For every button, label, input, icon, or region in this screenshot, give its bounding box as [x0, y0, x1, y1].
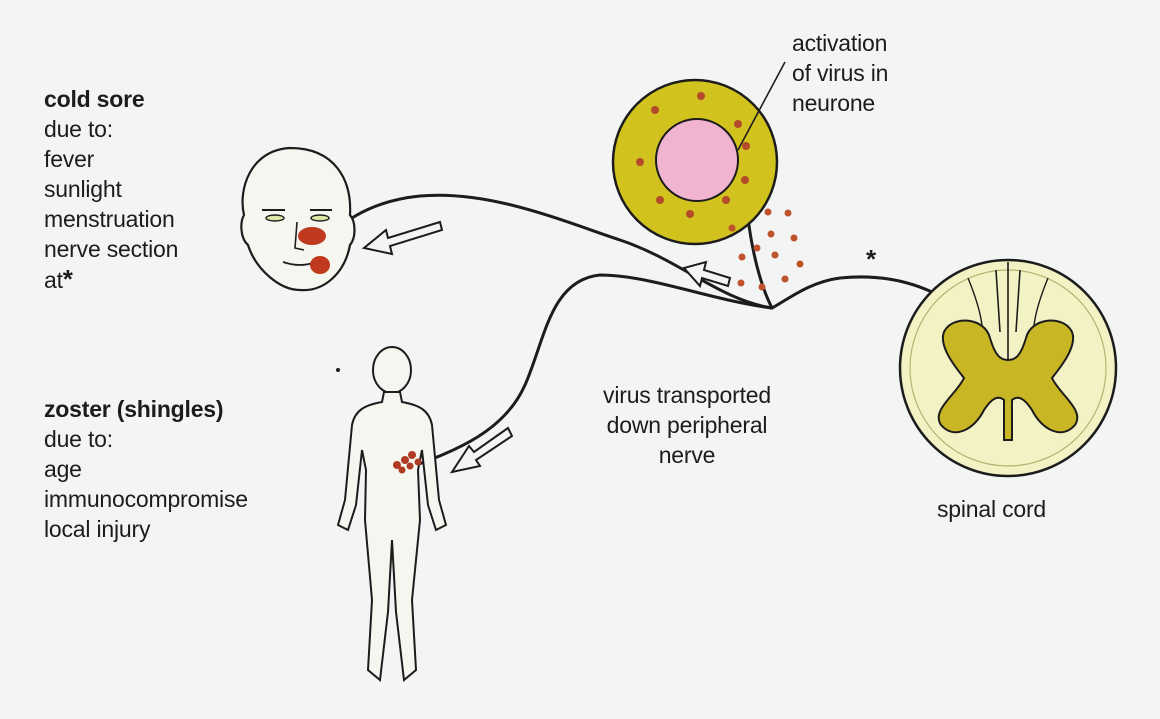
neurone-nucleus: [656, 119, 738, 201]
transport-label-line: virus transported: [562, 380, 812, 410]
neurone-label-line: neurone: [792, 88, 888, 118]
transport-label-line: down peripheral: [562, 410, 812, 440]
neurone-label-line: of virus in: [792, 58, 888, 88]
cold-sore-asterisk: *: [63, 264, 73, 294]
neurone-label: activation of virus in neurone: [792, 28, 888, 118]
neurone-axon: [748, 218, 772, 308]
cold-sore-lesion-upper: [298, 227, 326, 245]
stray-dot: [336, 368, 340, 372]
cold-sore-last-line: at*: [44, 264, 178, 295]
cold-sore-cause: menstruation: [44, 204, 178, 234]
arrow-to-face: [364, 222, 442, 254]
zoster-cause: age: [44, 454, 248, 484]
face-illustration: [241, 148, 354, 290]
right-eye: [311, 215, 329, 221]
cold-sore-cause: fever: [44, 144, 178, 174]
spinal-cord: [900, 260, 1116, 476]
cold-sore-cause: sunlight: [44, 174, 178, 204]
cold-sore-lesion-lower: [310, 256, 330, 274]
left-eye: [266, 215, 284, 221]
transport-label: virus transported down peripheral nerve: [562, 380, 812, 470]
cold-sore-title: cold sore: [44, 84, 178, 114]
neurone-label-line: activation: [792, 28, 888, 58]
cold-sore-at: at: [44, 267, 63, 293]
body-outline: [338, 392, 446, 680]
spinal-cord-label: spinal cord: [937, 494, 1046, 524]
face-outline: [241, 148, 354, 290]
nerve-section-asterisk: *: [866, 244, 876, 274]
nerve-to-spinal-cord: [772, 277, 938, 308]
cold-sore-caption: cold sore due to: fever sunlight menstru…: [44, 84, 178, 295]
body-illustration: [338, 347, 446, 680]
cold-sore-cause: nerve section: [44, 234, 178, 264]
zoster-title: zoster (shingles): [44, 394, 248, 424]
cold-sore-due-to: due to:: [44, 114, 178, 144]
zoster-caption: zoster (shingles) due to: age immunocomp…: [44, 394, 248, 544]
neurone-cell: [613, 62, 785, 244]
zoster-cause: immunocompromise: [44, 484, 248, 514]
zoster-cause: local injury: [44, 514, 248, 544]
zoster-due-to: due to:: [44, 424, 248, 454]
head: [373, 347, 411, 393]
transport-label-line: nerve: [562, 440, 812, 470]
